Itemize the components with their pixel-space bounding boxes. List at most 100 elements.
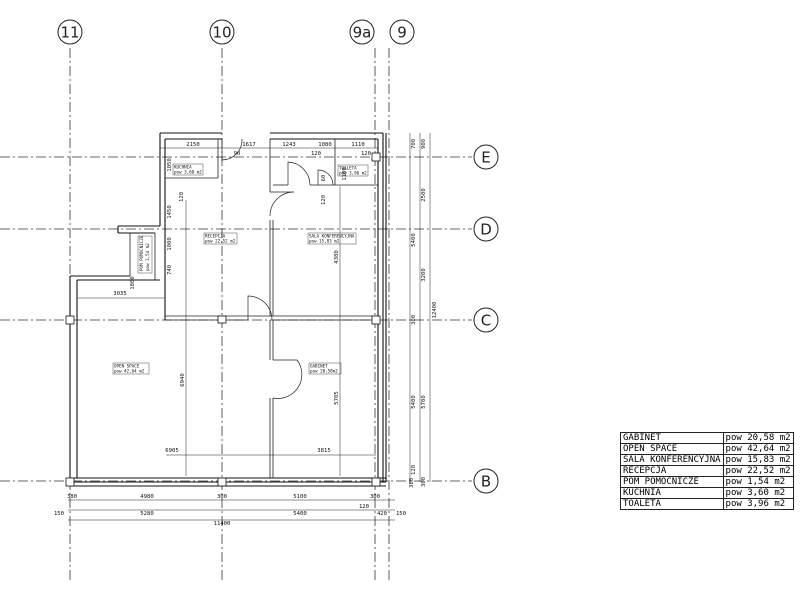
- dim-120-left: 120: [179, 192, 185, 202]
- axis-label-9: 9: [397, 24, 407, 42]
- top-dimensions: 2150 90 1617 1243 120 1080 120 1110: [186, 142, 371, 157]
- axis-bubble-C: [473, 307, 499, 333]
- dim-right-380: 380: [409, 478, 415, 488]
- legend-room-name: RECEPCJA: [620, 465, 724, 477]
- room-area-kuchnia: pow 3,60 m2: [174, 170, 202, 175]
- dim-right-300b: 300: [421, 477, 427, 487]
- axis-bubble-10: [209, 19, 235, 45]
- axis-bubble-11: [57, 19, 83, 45]
- dim-1050: 1050: [167, 158, 173, 171]
- dim-bottom-420: 420: [377, 511, 387, 517]
- dim-bottom-5100: 5100: [293, 494, 306, 500]
- dim-bottom-120: 120: [359, 504, 369, 510]
- dim-bottom-380: 380: [67, 494, 77, 500]
- legend-room-name: TOALETA: [620, 498, 724, 510]
- dim-3035: 3035: [113, 291, 126, 297]
- legend-room-name: POM POMOCNICZE: [620, 476, 724, 488]
- dim-right-5700: 5700: [421, 395, 427, 408]
- axis-label-E: E: [481, 149, 490, 167]
- dim-top-1243: 1243: [282, 142, 295, 148]
- room-area-toaleta: pow 3,96 m2: [339, 171, 367, 176]
- room-labels: KUCHNIA pow 3,60 m2 TOALETA pow 3,96 m2 …: [112, 163, 369, 375]
- room-area-recepcja: pow 22,52 m2: [205, 239, 236, 244]
- right-dimensions: 700 900 2500 3200 5400 12400 300 5400 57…: [409, 139, 438, 488]
- dim-4380: 4380: [334, 250, 340, 263]
- room-area-sala-konferencyjna: pow 15,83 m2: [309, 239, 340, 244]
- legend-room-name: GABINET: [620, 432, 724, 444]
- dim-bottom-300b: 300: [370, 494, 380, 500]
- dim-top-90: 90: [234, 151, 241, 157]
- room-name-recepcja: RECEPCJA: [205, 234, 226, 239]
- grid-bubble-labels: 11 10 9a 9 E D C B: [60, 24, 491, 491]
- dim-right-3200: 3200: [421, 268, 427, 281]
- dim-top-2150: 2150: [186, 142, 199, 148]
- axis-label-11: 11: [60, 24, 79, 42]
- dim-right-120: 120: [411, 465, 417, 475]
- room-name-open-space: OPEN SPACE: [114, 364, 140, 369]
- dim-top-120b: 120: [361, 151, 371, 157]
- dim-1100: 1100: [342, 167, 348, 180]
- dim-3815: 3815: [317, 448, 330, 454]
- legend-room-area: pow 20,58 m2: [722, 432, 794, 444]
- axis-label-B: B: [481, 473, 491, 491]
- dim-top-120a: 120: [311, 151, 321, 157]
- legend-room-name: SALA KONFERENCYJNA: [620, 454, 724, 466]
- room-area-pom-pomocnicze: pow 1,54 m2: [145, 243, 150, 271]
- room-name-pom-pomocnicze: POM POMOCNICZE: [139, 235, 144, 271]
- dim-bottom-5400: 5400: [293, 511, 306, 517]
- dim-6940: 6940: [180, 373, 186, 386]
- dim-top-1617: 1617: [242, 142, 255, 148]
- dimension-lines: [68, 133, 431, 521]
- room-area-gabinet: pow 20,58m2: [310, 369, 338, 374]
- axis-label-9a: 9a: [353, 24, 372, 42]
- legend-room-name: OPEN SPACE: [620, 443, 724, 455]
- dim-60: 60: [321, 175, 327, 182]
- dim-740: 740: [167, 265, 173, 275]
- dim-right-5400a: 5400: [411, 233, 417, 246]
- grid-bubbles: [57, 19, 499, 494]
- dim-6905: 6905: [165, 448, 178, 454]
- legend-room-area: pow 42,64 m2: [722, 443, 794, 455]
- dim-top-1080: 1080: [318, 142, 331, 148]
- dim-bottom-150a: 150: [54, 511, 64, 517]
- axis-label-10: 10: [212, 24, 231, 42]
- doors: [221, 138, 334, 399]
- dim-right-700: 700: [411, 139, 417, 149]
- dim-1000: 1000: [167, 237, 173, 250]
- dim-right-5400b: 5400: [411, 395, 417, 408]
- axis-bubble-E: [473, 144, 499, 170]
- dim-1800: 1800: [130, 276, 136, 289]
- dim-1450: 1450: [167, 205, 173, 218]
- axis-bubble-9: [389, 19, 415, 45]
- dim-5705: 5705: [334, 391, 340, 404]
- room-area-open-space: pow 42,64 m2: [114, 369, 145, 374]
- dim-right-900: 900: [421, 139, 427, 149]
- dim-bottom-300a: 300: [217, 494, 227, 500]
- legend-room-area: pow 15,83 m2: [722, 454, 794, 466]
- exterior-walls: [69, 132, 387, 487]
- dim-bottom-150b: 150: [396, 511, 406, 517]
- legend-room-area: pow 3,60 m2: [722, 487, 794, 499]
- legend-room-area: pow 3,96 m2: [722, 498, 794, 510]
- legend-room-area: pow 22,52 m2: [722, 465, 794, 477]
- axis-bubble-9a: [349, 19, 375, 45]
- dim-right-12400: 12400: [432, 302, 438, 319]
- room-name-gabinet: GABINET: [310, 364, 328, 369]
- dim-right-2500: 2500: [421, 188, 427, 201]
- dim-bottom-5280: 5280: [140, 511, 153, 517]
- axis-label-C: C: [481, 312, 491, 330]
- dim-top-1110: 1110: [351, 142, 364, 148]
- axis-bubble-B: [473, 468, 499, 494]
- interior-walls: [78, 139, 378, 478]
- room-name-sala-konferencyjna: SALA KONFERENCYJNA: [309, 234, 355, 239]
- columns: [65, 152, 381, 487]
